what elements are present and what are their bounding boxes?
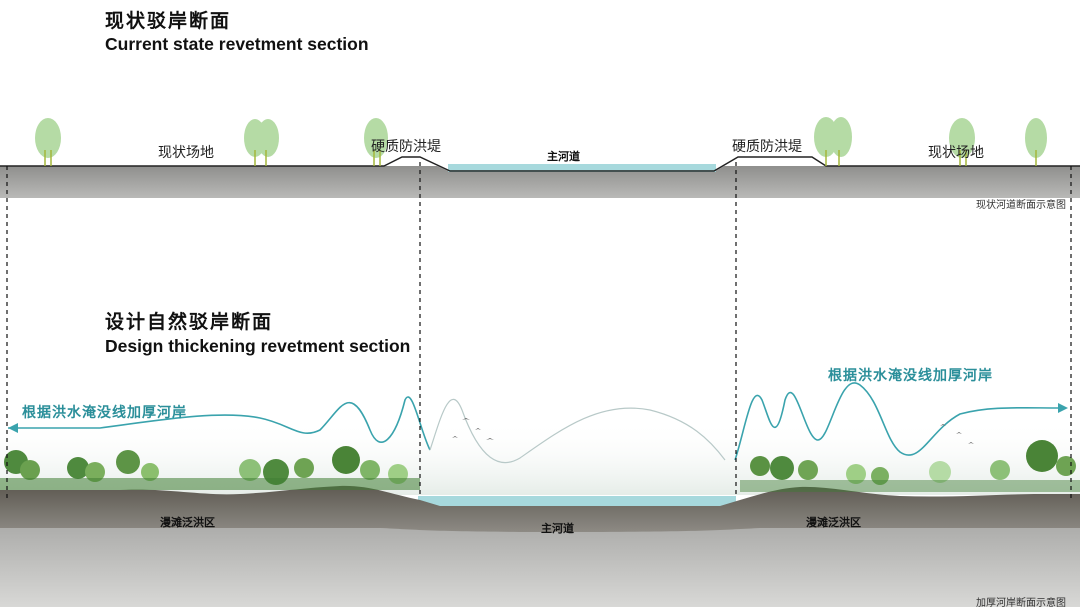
flood-line-right (734, 382, 1061, 461)
label-flood-left: 根据洪水淹没线加厚河岸 (22, 405, 187, 421)
label-site-right: 现状场地 (928, 145, 984, 161)
current-profile-line (0, 156, 1080, 172)
tree-icon (35, 118, 61, 166)
design-title-en: Design thickening revetment section (105, 336, 411, 356)
vegetation-right (740, 440, 1080, 492)
flood-line-faded (429, 398, 726, 464)
caption-design: 加厚河岸断面示意图 (976, 598, 1066, 609)
caption-current: 现状河道断面示意图 (976, 200, 1066, 211)
label-channel-design: 主河道 (541, 522, 574, 535)
arrow-right-icon (1058, 403, 1068, 413)
flood-line (8, 396, 431, 451)
guide-lines (6, 162, 1072, 498)
design-section (0, 382, 1080, 607)
vegetation-left (0, 446, 420, 490)
label-levee-left: 硬质防洪堤 (371, 139, 441, 155)
arrow-left-icon (8, 423, 18, 433)
tree-icon (1025, 118, 1047, 166)
label-site-left: 现状场地 (158, 145, 214, 161)
current-title-en: Current state revetment section (105, 34, 369, 54)
design-ground-band (0, 520, 1080, 607)
birds-icon (452, 418, 974, 444)
tree-icon (949, 118, 975, 166)
tree-icon (814, 117, 852, 166)
label-levee-right: 硬质防洪堤 (732, 139, 802, 155)
label-floodplain-right: 漫滩泛洪区 (806, 516, 861, 529)
design-title-cn: 设计自然驳岸断面 (105, 311, 274, 333)
design-earth-profile (0, 485, 1080, 532)
current-section (0, 117, 1080, 198)
current-water (448, 164, 716, 172)
tree-icon (364, 118, 388, 166)
tree-icon (244, 119, 279, 166)
label-channel-current: 主河道 (547, 150, 580, 163)
label-flood-right: 根据洪水淹没线加厚河岸 (828, 368, 993, 384)
current-title-cn: 现状驳岸断面 (105, 10, 232, 32)
label-floodplain-left: 漫滩泛洪区 (160, 516, 215, 529)
